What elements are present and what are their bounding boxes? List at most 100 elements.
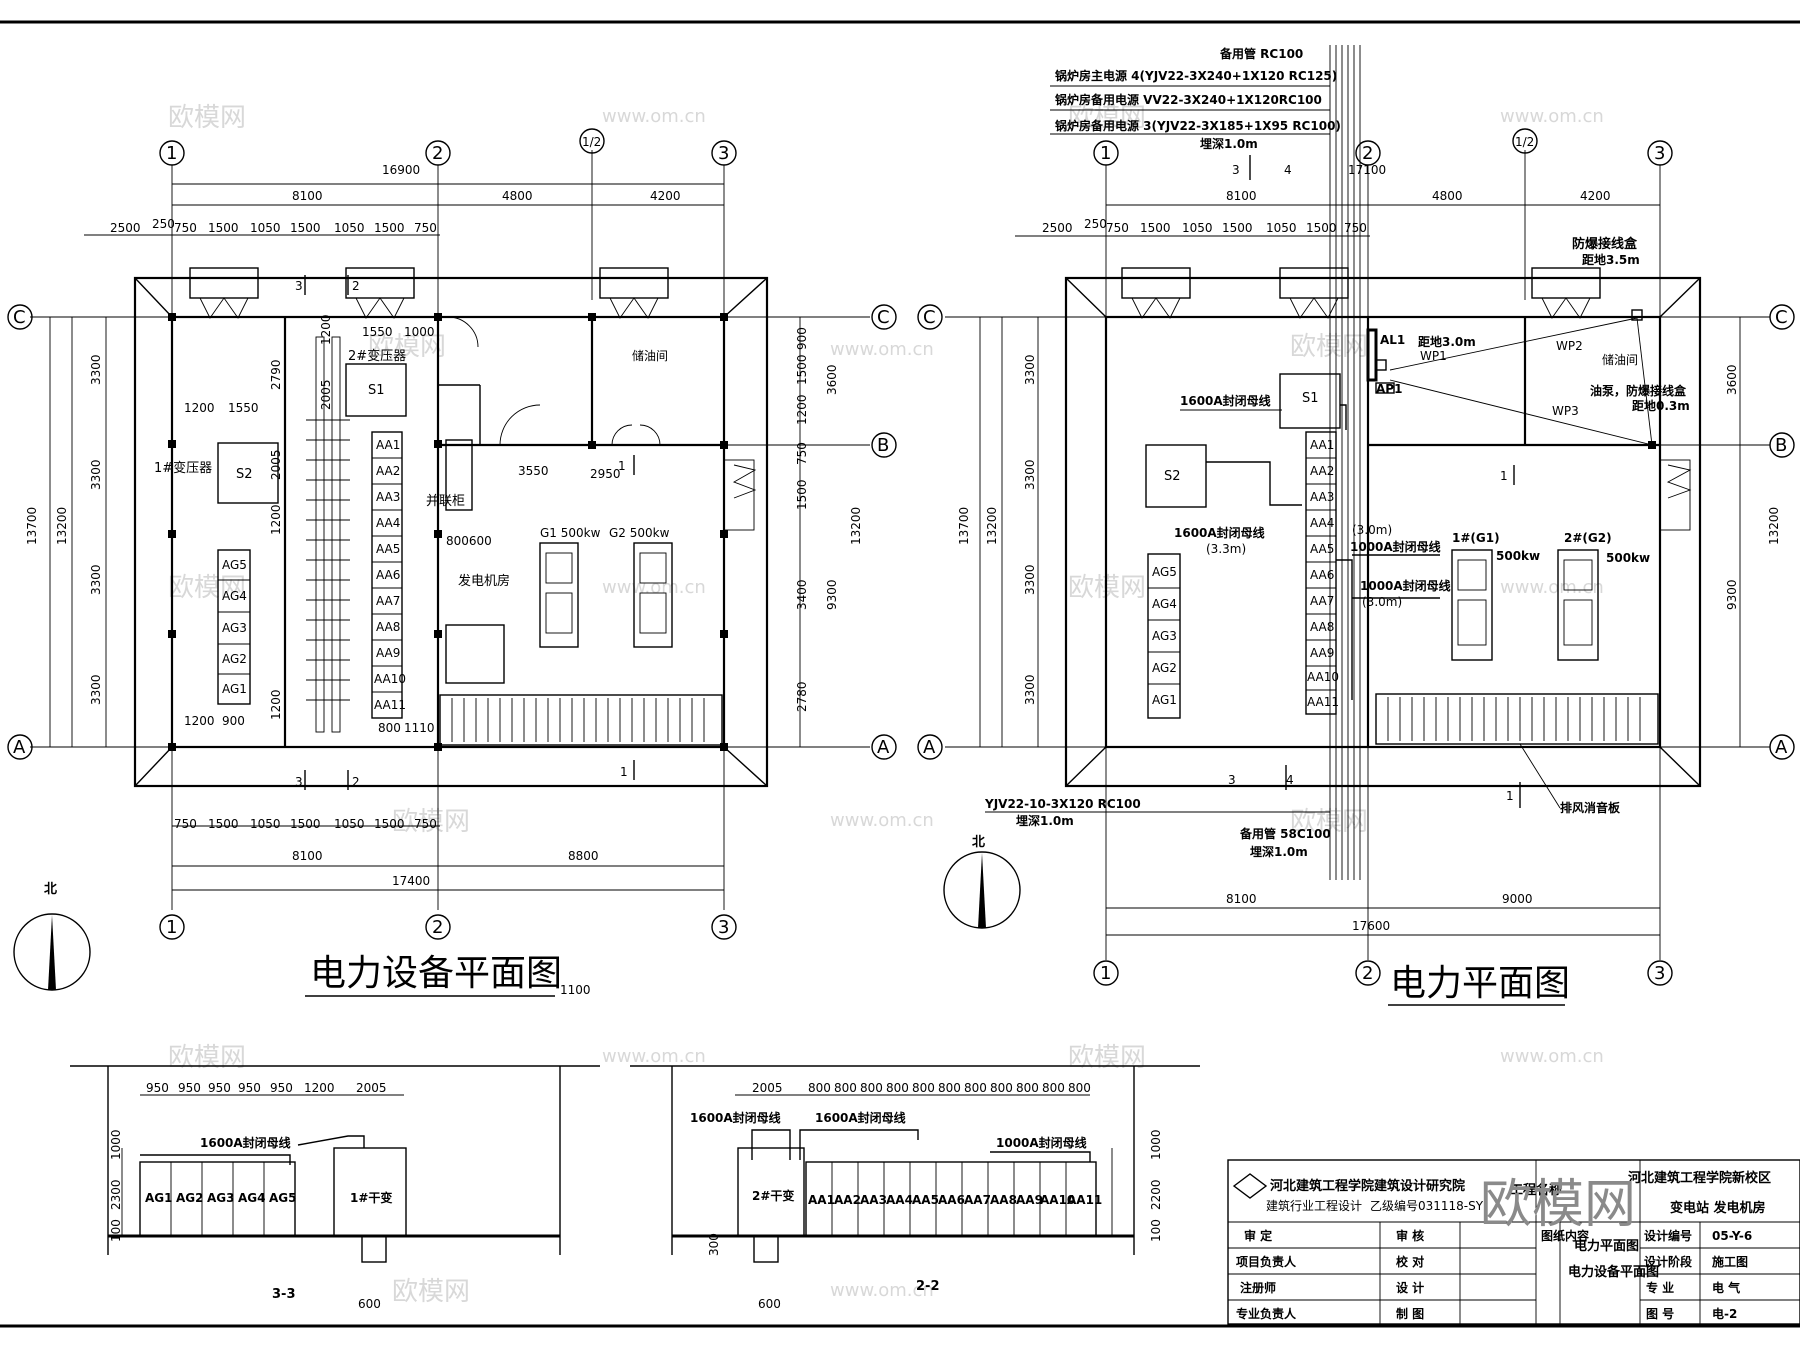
svg-text:1110: 1110 (404, 721, 435, 735)
svg-text:C: C (877, 307, 890, 328)
svg-text:电力设备平面图: 电力设备平面图 (1568, 1264, 1659, 1280)
svg-text:250: 250 (152, 217, 175, 231)
svg-text:发电机房: 发电机房 (458, 573, 510, 589)
svg-text:AA6: AA6 (938, 1193, 965, 1207)
svg-text:2005: 2005 (752, 1081, 783, 1095)
axis-bubbles: 1 2 1/2 3 1 2 3 C A C B A (7, 128, 897, 940)
svg-text:AA3: AA3 (860, 1193, 887, 1207)
svg-text:储油间: 储油间 (632, 348, 668, 363)
svg-text:电-2: 电-2 (1712, 1306, 1737, 1321)
svg-text:AA2: AA2 (834, 1193, 861, 1207)
svg-text:B: B (877, 435, 889, 456)
watermark-site: www.om.cn (1500, 577, 1604, 598)
svg-text:2005: 2005 (356, 1081, 387, 1095)
watermark-site: www.om.cn (830, 339, 934, 360)
svg-text:950: 950 (208, 1081, 231, 1095)
svg-text:800: 800 (808, 1081, 831, 1095)
svg-text:AG3: AG3 (207, 1191, 235, 1205)
svg-text:1500: 1500 (208, 221, 239, 235)
svg-text:AA11: AA11 (374, 698, 406, 712)
svg-text:1050: 1050 (1182, 221, 1213, 235)
svg-text:600: 600 (758, 1297, 781, 1311)
svg-text:距地0.3m: 距地0.3m (1632, 398, 1690, 413)
svg-text:河北建筑工程学院新校区: 河北建筑工程学院新校区 (1628, 1170, 1771, 1186)
svg-text:1#干变: 1#干变 (350, 1190, 392, 1205)
svg-text:2#干变: 2#干变 (752, 1188, 794, 1203)
svg-text:A: A (877, 737, 890, 758)
svg-text:1550: 1550 (228, 401, 259, 415)
right-plan-title: 电力平面图 (1390, 963, 1570, 1004)
svg-text:B: B (1775, 435, 1787, 456)
svg-text:距地3.0m: 距地3.0m (1418, 334, 1476, 349)
svg-text:1: 1 (1100, 963, 1111, 984)
svg-text:950: 950 (270, 1081, 293, 1095)
svg-text:1600A封闭母线: 1600A封闭母线 (200, 1135, 291, 1150)
svg-text:AG4: AG4 (222, 589, 247, 603)
watermark-brand: 欧模网 (392, 1277, 470, 1307)
svg-text:13200: 13200 (1767, 507, 1781, 545)
svg-text:950: 950 (238, 1081, 261, 1095)
svg-text:WP3: WP3 (1552, 404, 1579, 418)
svg-text:排风消音板: 排风消音板 (1560, 800, 1621, 815)
svg-text:3: 3 (718, 917, 729, 938)
axis-bubbles-right: 1 2 1/2 3 1 2 3 C A C B A (917, 128, 1795, 986)
svg-text:2005: 2005 (319, 379, 333, 410)
svg-text:备用管 RC100: 备用管 RC100 (1219, 46, 1303, 61)
svg-text:4: 4 (1284, 163, 1292, 177)
svg-text:3300: 3300 (1023, 459, 1037, 490)
svg-text:3: 3 (1228, 773, 1236, 787)
svg-text:3: 3 (718, 143, 729, 164)
svg-text:乙级编号031118-SY: 乙级编号031118-SY (1370, 1198, 1484, 1213)
svg-text:3: 3 (295, 279, 303, 293)
svg-text:2: 2 (1362, 963, 1373, 984)
watermark-brand: 欧模网 (168, 1043, 246, 1073)
section-2-2: 2005 800 800 800 800 800 800 800 800 800… (630, 1065, 1200, 1311)
svg-text:AG5: AG5 (222, 558, 247, 572)
svg-text:2: 2 (432, 143, 443, 164)
svg-text:专 业: 专 业 (1646, 1280, 1674, 1295)
svg-text:(3.0m): (3.0m) (1352, 523, 1392, 537)
svg-text:3300: 3300 (89, 674, 103, 705)
svg-text:800: 800 (1068, 1081, 1091, 1095)
svg-text:900: 900 (795, 327, 809, 350)
svg-text:AG2: AG2 (176, 1191, 204, 1205)
svg-text:1000: 1000 (109, 1129, 123, 1160)
svg-text:1: 1 (1100, 143, 1111, 164)
svg-text:AA1: AA1 (1310, 438, 1334, 452)
svg-text:800600: 800600 (446, 534, 492, 548)
svg-text:1200: 1200 (184, 714, 215, 728)
svg-text:专业负责人: 专业负责人 (1236, 1306, 1297, 1321)
svg-text:1200: 1200 (795, 394, 809, 425)
svg-text:图纸内容: 图纸内容 (1541, 1228, 1589, 1243)
svg-text:13700: 13700 (25, 507, 39, 545)
svg-text:500kw: 500kw (1496, 549, 1540, 563)
svg-text:AA11: AA11 (1067, 1193, 1102, 1207)
svg-text:800: 800 (912, 1081, 935, 1095)
svg-text:2780: 2780 (795, 681, 809, 712)
svg-text:1200: 1200 (184, 401, 215, 415)
svg-text:1200: 1200 (269, 504, 283, 535)
section-3-3: 950 950 950 950 950 1200 2005 1600A封闭母线 … (70, 1065, 600, 1311)
svg-text:05-Y-6: 05-Y-6 (1712, 1229, 1752, 1243)
svg-text:AG3: AG3 (222, 621, 247, 635)
svg-text:3550: 3550 (518, 464, 549, 478)
svg-text:1/2: 1/2 (582, 135, 601, 149)
svg-text:4200: 4200 (650, 189, 681, 203)
svg-text:1100: 1100 (560, 983, 591, 997)
svg-text:750: 750 (795, 442, 809, 465)
svg-text:埋深1.0m: 埋深1.0m (1250, 844, 1308, 859)
svg-text:1200: 1200 (304, 1081, 335, 1095)
svg-text:100: 100 (109, 1219, 123, 1242)
svg-text:电力平面图: 电力平面图 (1574, 1238, 1639, 1254)
svg-text:2#(G2): 2#(G2) (1564, 531, 1612, 545)
svg-text:AL1: AL1 (1380, 333, 1405, 347)
svg-text:AA4: AA4 (1310, 516, 1334, 530)
aa-panels-right: AA1 AA2 AA3 AA4 AA5 AA6 AA7 AA8 AA9 AA10… (1305, 431, 1339, 715)
svg-text:1200: 1200 (269, 689, 283, 720)
svg-text:800: 800 (990, 1081, 1013, 1095)
watermark-brand: 欧模网 (1068, 103, 1146, 133)
svg-text:AA10: AA10 (1307, 670, 1339, 684)
section-2-2-title: 2-2 (916, 1279, 940, 1294)
svg-text:AG2: AG2 (1152, 661, 1177, 675)
